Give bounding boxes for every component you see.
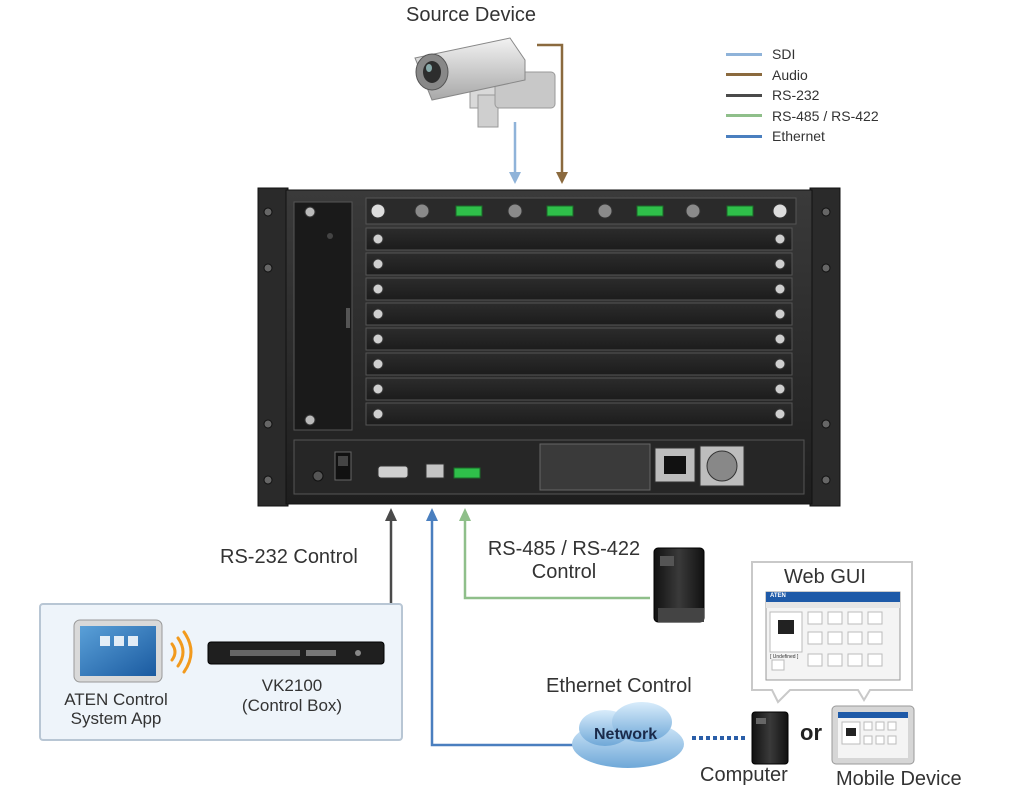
computer-label: Computer (700, 764, 788, 786)
source-device-label: Source Device (406, 4, 537, 26)
legend-swatch-audio (726, 73, 762, 77)
legend-item-audio: Audio (726, 65, 879, 86)
aten-app-label: ATEN Control System App (56, 690, 176, 728)
or-label: or (800, 720, 822, 745)
mobile-device-icon (831, 705, 915, 765)
rack-slots (365, 227, 793, 426)
legend-label-rs232: RS-232 (772, 87, 820, 104)
rack-chassis (257, 187, 841, 507)
mobile-device-label: Mobile Device (836, 768, 962, 790)
legend-swatch-rs232 (726, 93, 762, 97)
legend-label-ethernet: Ethernet (772, 128, 825, 145)
legend-item-sdi: SDI (726, 44, 879, 65)
webgui-undefined-label: [ Undefined ] (770, 654, 799, 660)
network-label: Network (594, 726, 658, 743)
camera-icon (414, 37, 556, 128)
legend-label-rs485: RS-485 / RS-422 (772, 107, 879, 124)
legend-label-sdi: SDI (772, 46, 796, 63)
audio-line (537, 43, 564, 176)
legend-item-rs232: RS-232 (726, 85, 879, 106)
legend-swatch-ethernet (726, 134, 762, 138)
vk2100-line1: VK2100 (261, 676, 323, 695)
ethernet-control-label: Ethernet Control (546, 675, 692, 697)
rs485-control-line2: Control (531, 561, 597, 583)
web-gui-label: Web GUI (784, 566, 866, 588)
legend: SDI Audio RS-232 RS-485 / RS-422 Etherne… (726, 44, 879, 147)
legend-label-audio: Audio (772, 66, 808, 83)
legend-item-ethernet: Ethernet (726, 126, 879, 147)
vk2100-line2: (Control Box) (241, 696, 343, 715)
computer-icon (751, 711, 789, 765)
legend-swatch-rs485 (726, 114, 762, 118)
tablet-icon (73, 619, 163, 683)
aten-app-line1: ATEN Control (64, 690, 168, 709)
legend-item-rs485: RS-485 / RS-422 (726, 106, 879, 127)
legend-swatch-sdi (726, 52, 762, 56)
ethernet-line (430, 518, 580, 747)
rs485-line (463, 518, 650, 600)
rs485-control-line1: RS-485 / RS-422 (487, 538, 641, 560)
vk2100-device-icon (207, 641, 385, 665)
webgui-brand: ATEN (770, 593, 786, 599)
rs485-control-label: RS-485 / RS-422 Control (484, 538, 644, 584)
server-tower-icon (653, 547, 705, 623)
aten-app-line2: System App (70, 709, 162, 728)
rs232-control-label: RS-232 Control (220, 546, 358, 568)
web-gui-callout (751, 561, 913, 704)
network-cloud-icon (572, 702, 684, 768)
wireless-icon (170, 630, 193, 674)
vk2100-label: VK2100 (Control Box) (222, 676, 362, 716)
